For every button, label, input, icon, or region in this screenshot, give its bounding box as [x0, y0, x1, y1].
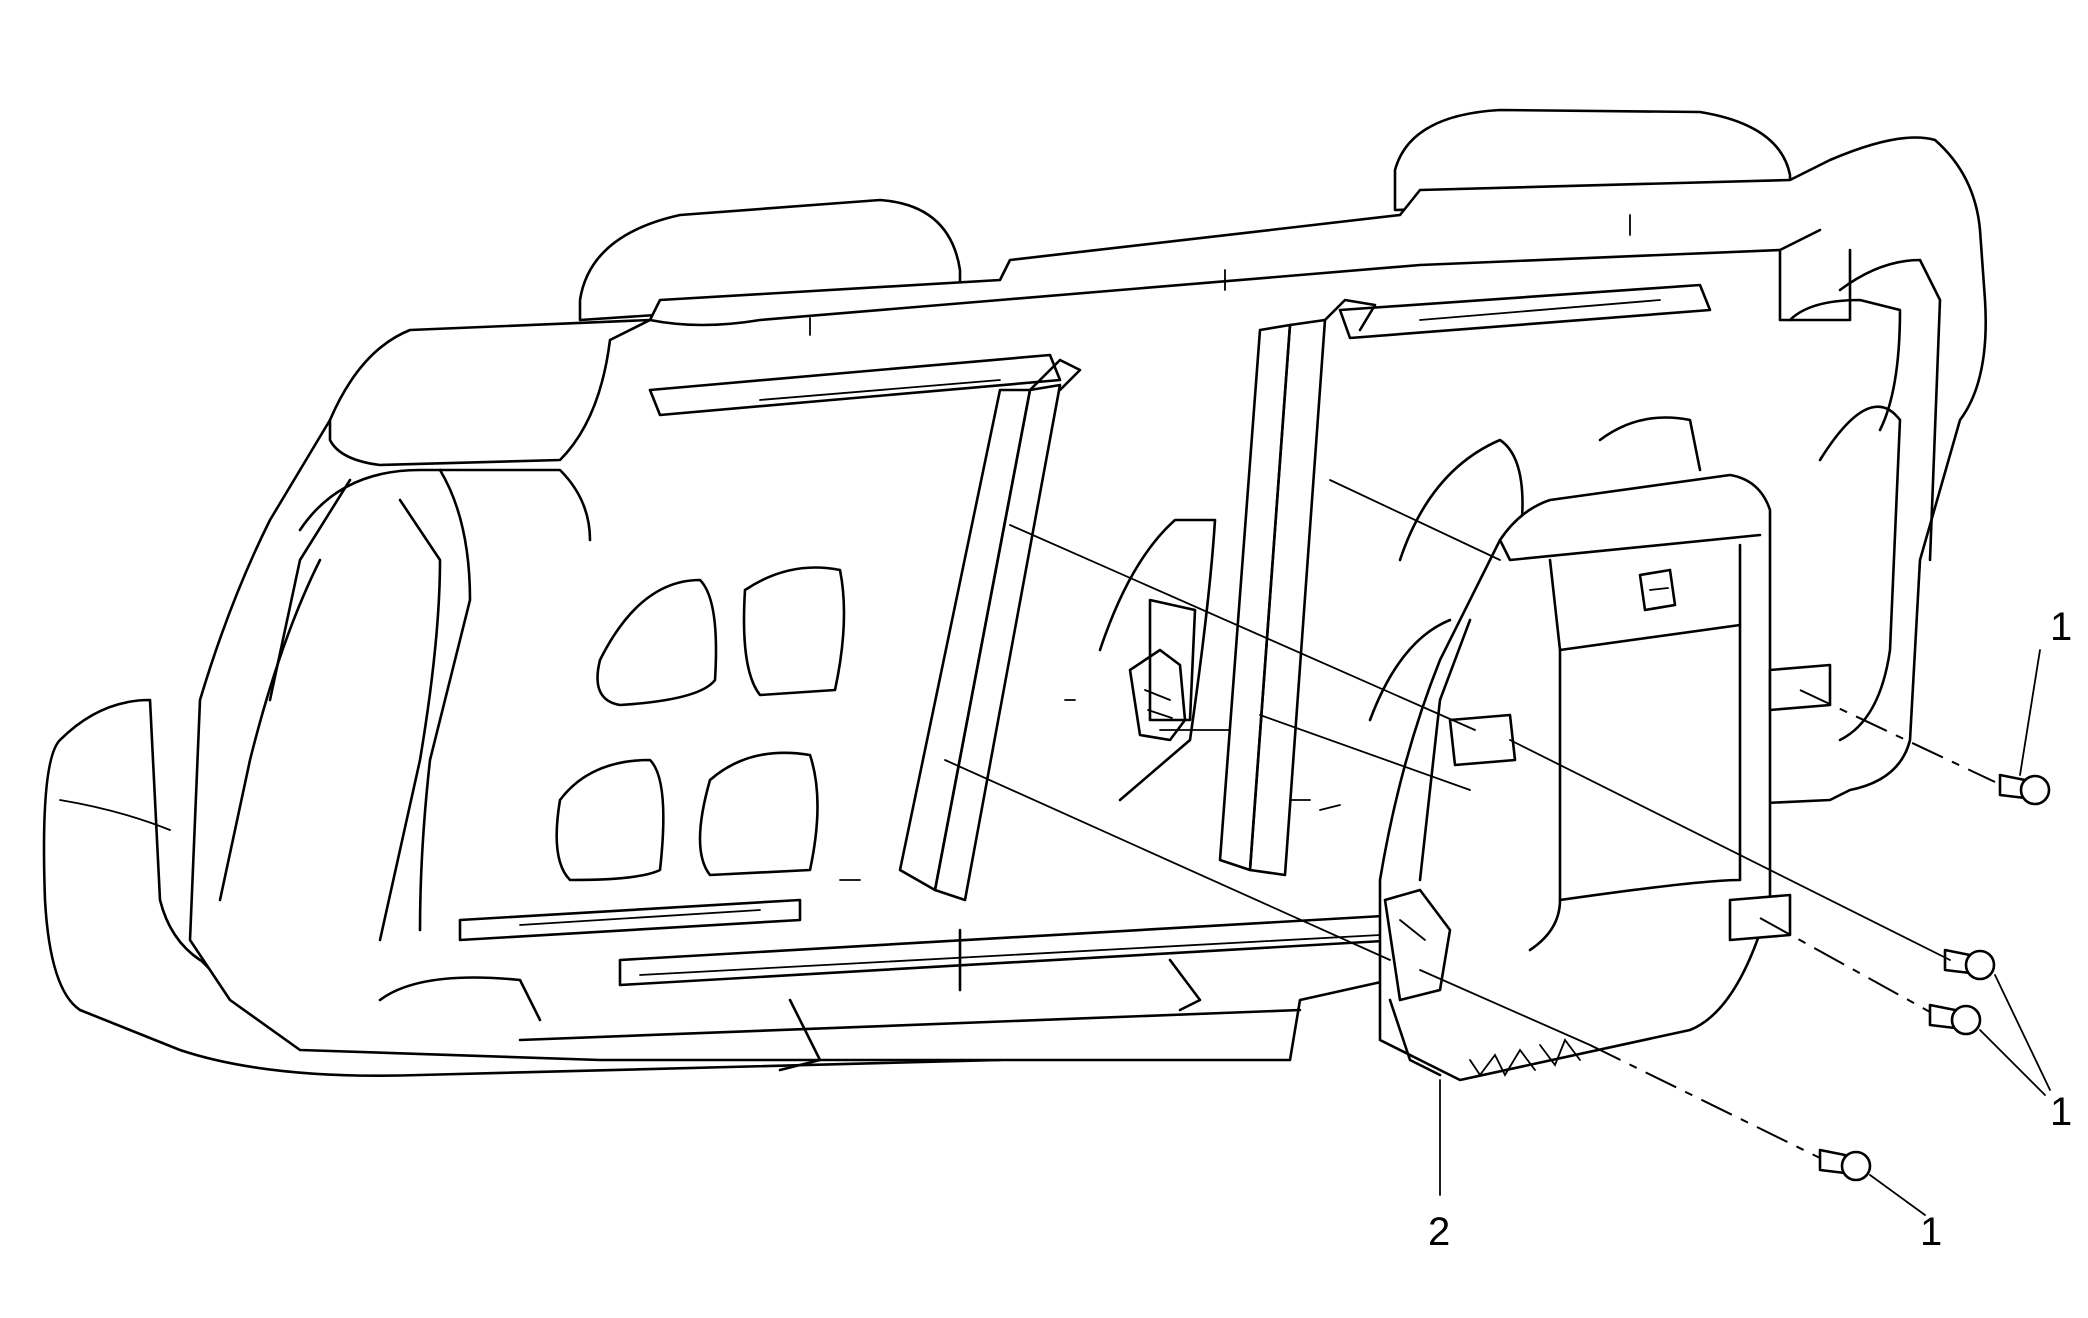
- callout-1-top: 1: [2050, 605, 2072, 649]
- alignment-lines: [944, 479, 1996, 1159]
- bolt-bottom: [1818, 1148, 1872, 1182]
- seatback-frame: [188, 136, 1987, 1072]
- callout-leaders: [1439, 649, 2051, 1216]
- bolt-middle-lower: [1928, 1003, 1982, 1036]
- callout-1-middle: 1: [2050, 1090, 2072, 1134]
- callout-2: 2: [1428, 1210, 1450, 1254]
- bolt-top-right: [1998, 773, 2051, 806]
- bolt-middle-upper: [1943, 948, 1996, 981]
- seat-latch: [1128, 648, 1187, 742]
- seat-module: [1378, 473, 1832, 1082]
- callout-1-bottom: 1: [1920, 1210, 1942, 1254]
